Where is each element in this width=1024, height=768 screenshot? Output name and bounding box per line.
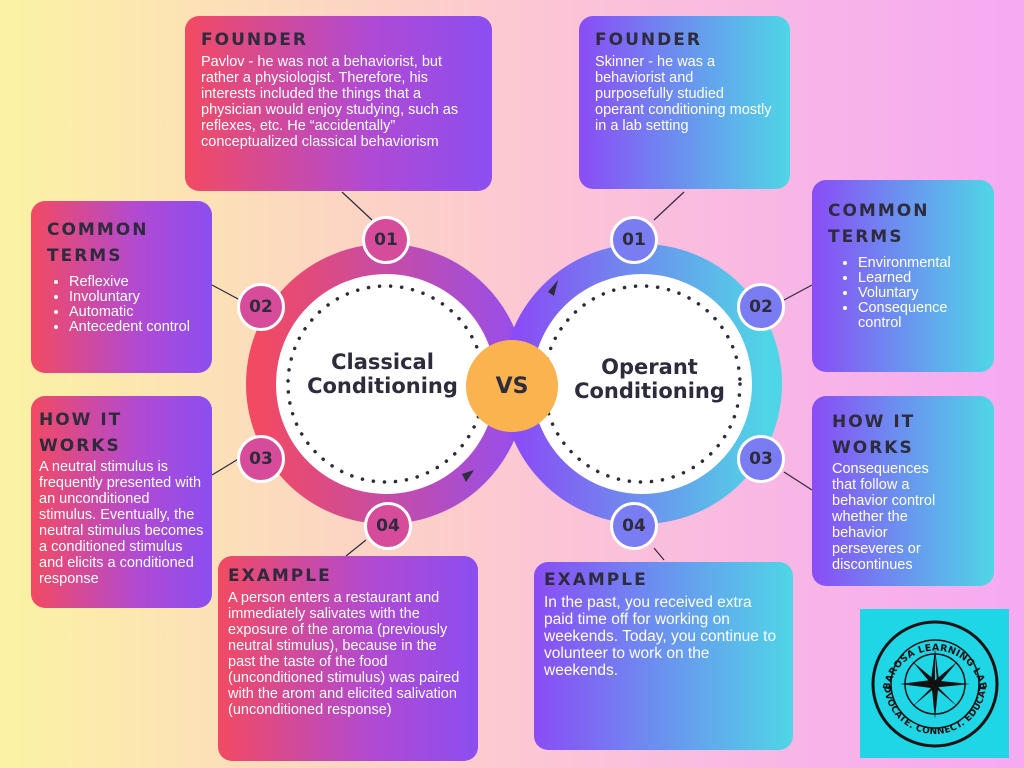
classical-title-line1: Classical [331,350,434,374]
operant-step-02: 02 [737,283,785,331]
classical-step-01: 01 [362,216,410,264]
list-item: Involuntary [69,290,196,305]
operant-example-box: EXAMPLE In the past, you received extra … [534,562,793,750]
classical-title: Classical Conditioning [300,350,465,398]
connector-lines [211,191,813,561]
operant-title: Operant Conditioning [562,355,737,403]
classical-title-line2: Conditioning [307,374,458,398]
operant-how-heading: HOW IT WORKS [832,412,916,458]
list-item: Voluntary [858,286,978,301]
operant-step-04: 04 [610,502,658,550]
operant-title-line2: Conditioning [574,379,725,403]
classical-how-heading: HOW IT WORKS [39,410,123,456]
operant-example-heading: EXAMPLE [544,570,648,590]
operant-founder-text: Skinner - he was a behaviorist and purpo… [595,53,772,134]
list-item: Environmental [858,256,978,271]
classical-terms-heading: COMMON TERMS [47,217,196,269]
operant-step-01: 01 [610,216,658,264]
classical-step-03: 03 [237,435,285,483]
list-item: Learned [858,271,978,286]
classical-example-heading: EXAMPLE [228,566,332,586]
operant-how-box: HOW IT WORKS Consequences that follow a … [812,396,994,586]
operant-terms-heading: COMMON TERMS [828,198,978,250]
classical-step-04: 04 [364,502,412,550]
classical-terms-box: COMMON TERMS Reflexive Involuntary Autom… [31,201,212,373]
classical-how-text: A neutral stimulus is frequently present… [39,459,204,587]
operant-title-line1: Operant [601,355,698,379]
classical-terms-heading-line2: TERMS [47,246,123,266]
barosa-logo: BAROSA LEARNING LAB ADVOCATE. CONNECT. E… [856,602,1009,758]
operant-terms-heading-line1: COMMON [828,201,930,221]
classical-how-box: HOW IT WORKS A neutral stimulus is frequ… [31,396,212,608]
classical-terms-heading-line1: COMMON [47,220,149,240]
operant-step-03: 03 [737,435,785,483]
operant-terms-list: Environmental Learned Voluntary Conseque… [828,256,978,331]
compass-logo-icon: BAROSA LEARNING LAB ADVOCATE. CONNECT. E… [856,602,999,748]
list-item: Antecedent control [69,320,196,335]
vs-badge: VS [466,340,558,432]
operant-founder-box: FOUNDER Skinner - he was a behaviorist a… [579,16,790,189]
classical-founder-heading: FOUNDER [201,30,308,50]
operant-terms-box: COMMON TERMS Environmental Learned Volun… [812,180,994,372]
classical-arrow [462,470,474,482]
operant-arrow [548,280,558,296]
classical-founder-box: FOUNDER Pavlov - he was not a behavioris… [185,16,492,191]
classical-example-box: EXAMPLE A person enters a restaurant and… [218,556,478,761]
list-item: Consequence control [858,301,978,331]
operant-how-text: Consequences that follow a behavior cont… [832,461,936,573]
classical-founder-text: Pavlov - he was not a behaviorist, but r… [201,53,459,150]
operant-terms-heading-line2: TERMS [828,227,904,247]
operant-example-text: In the past, you received extra paid tim… [544,593,777,679]
list-item: Reflexive [69,275,196,290]
classical-terms-list: Reflexive Involuntary Automatic Antecede… [47,275,196,335]
operant-dotted-arc [542,284,742,484]
classical-example-text: A person enters a restaurant and immedia… [228,589,460,718]
classical-step-02: 02 [237,283,285,331]
operant-founder-heading: FOUNDER [595,30,702,50]
list-item: Automatic [69,305,196,320]
